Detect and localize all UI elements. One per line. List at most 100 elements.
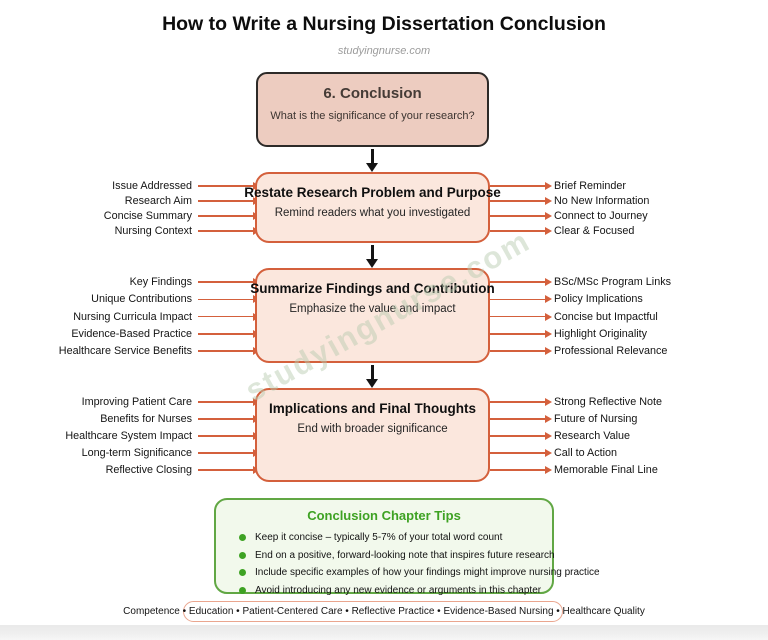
right-arrow-icon	[490, 418, 547, 420]
connector-row: Benefits for Nurses	[30, 413, 255, 425]
connector-row: Future of Nursing	[490, 413, 738, 425]
flow-box-title: Implications and Final Thoughts	[268, 401, 476, 416]
right-arrow-icon	[198, 230, 255, 232]
tip-text: End on a positive, forward-looking note …	[255, 549, 555, 561]
connector-row: Research Aim	[30, 195, 255, 207]
right-arrow-icon	[198, 315, 255, 318]
connector-label: Policy Implications	[554, 293, 643, 306]
right-arrow-icon	[490, 230, 547, 232]
connector-row: Policy Implications	[490, 293, 738, 305]
page-title: How to Write a Nursing Dissertation Conc…	[162, 13, 606, 35]
right-arrow-icon	[490, 185, 547, 187]
connector-row: Key Findings	[30, 276, 255, 288]
tip-text: Avoid introducing any new evidence or ar…	[255, 584, 542, 596]
connector-label: BSc/MSc Program Links	[554, 276, 671, 288]
connector-row: Unique Contributions	[30, 293, 255, 305]
connector-row: Research Value	[490, 430, 738, 442]
right-arrow-icon	[490, 469, 547, 471]
connector-row: Concise Summary	[30, 210, 255, 222]
connector-row: Professional Relevance	[490, 345, 738, 357]
connector-label: Highlight Originality	[554, 327, 648, 340]
connector-row: Healthcare System Impact	[30, 430, 255, 442]
connector-row: Healthcare Service Benefits	[30, 345, 255, 357]
right-arrow-icon	[490, 401, 547, 403]
bullet-dot-icon	[239, 586, 246, 594]
connector-row: Improving Patient Care	[30, 396, 255, 408]
connector-row: Connect to Journey	[490, 210, 738, 222]
flow-box-subtitle: Remind readers what you investigated	[274, 207, 471, 219]
connector-label: Long-term Significance	[81, 447, 192, 459]
flow-box-implications: Implications and Final Thoughts End with…	[255, 388, 490, 482]
right-arrow-icon	[490, 215, 547, 217]
connector-label: Evidence-Based Practice	[71, 327, 192, 340]
right-arrow-icon	[198, 185, 255, 187]
flow-box-title: Restate Research Problem and Purpose	[244, 185, 501, 200]
flow-box-restate: Restate Research Problem and Purpose Rem…	[244, 172, 501, 243]
left-label-column: Improving Patient Care Benefits for Nurs…	[30, 388, 255, 482]
bullet-dot-icon	[239, 534, 246, 542]
tip-item: Include specific examples of how your fi…	[239, 564, 600, 582]
connector-label: Strong Reflective Note	[554, 396, 663, 408]
connector-label: No New Information	[554, 195, 650, 207]
connector-row: Nursing Context	[30, 225, 255, 237]
connector-row: Highlight Originality	[490, 328, 738, 340]
start-node-title: 6. Conclusion	[323, 85, 422, 102]
connector-row: No New Information	[490, 195, 738, 207]
flow-box-subtitle: End with broader significance	[297, 423, 448, 435]
right-arrow-icon	[198, 418, 255, 420]
connector-row: Brief Reminder	[490, 180, 738, 192]
flow-box-title: Summarize Findings and Contribution	[250, 281, 495, 296]
connector-label: Improving Patient Care	[81, 396, 192, 408]
right-arrow-icon	[490, 200, 547, 202]
connector-label: Research Aim	[124, 195, 192, 207]
connector-label: Unique Contributions	[91, 293, 192, 306]
right-arrow-icon	[490, 452, 547, 454]
bullet-dot-icon	[239, 569, 246, 577]
right-label-column: Brief Reminder No New Information Connec…	[490, 172, 738, 243]
tips-title: Conclusion Chapter Tips	[307, 508, 461, 523]
connector-label: Issue Addressed	[112, 180, 192, 192]
footer-pill-outline	[183, 601, 563, 622]
tip-text: Keep it concise – typically 5-7% of your…	[255, 532, 503, 544]
right-arrow-icon	[198, 435, 255, 437]
connector-label: Concise but Impactful	[554, 310, 658, 323]
right-arrow-icon	[198, 333, 255, 335]
right-arrow-icon	[490, 435, 547, 437]
connector-label: Nursing Curricula Impact	[73, 310, 192, 323]
connector-row: Reflective Closing	[30, 464, 255, 476]
connector-label: Nursing Context	[114, 225, 192, 237]
right-arrow-icon	[490, 333, 547, 335]
connector-row: Evidence-Based Practice	[30, 328, 255, 340]
right-arrow-icon	[490, 350, 547, 352]
connector-row: Issue Addressed	[30, 180, 255, 192]
flow-box-summarize: Summarize Findings and Contribution Emph…	[250, 268, 495, 363]
right-arrow-icon	[198, 401, 255, 403]
connector-row: Clear & Focused	[490, 225, 738, 237]
connector-label: Call to Action	[554, 447, 618, 459]
right-label-column: BSc/MSc Program Links Policy Implication…	[490, 268, 738, 363]
tip-text: Include specific examples of how your fi…	[255, 567, 600, 579]
down-arrow-icon	[371, 245, 374, 260]
tips-list: Keep it concise – typically 5-7% of your…	[216, 529, 600, 600]
section-implications: Improving Patient Care Benefits for Nurs…	[0, 388, 768, 482]
connector-label: Healthcare System Impact	[65, 430, 192, 442]
connector-label: Concise Summary	[103, 210, 192, 222]
section-summarize: Key Findings Unique Contributions Nursin…	[0, 268, 768, 363]
bullet-dot-icon	[239, 551, 246, 559]
start-node-subtitle: What is the significance of your researc…	[270, 110, 475, 122]
left-label-column: Issue Addressed Research Aim Concise Sum…	[30, 172, 255, 243]
right-arrow-icon	[198, 452, 255, 454]
connector-row: Strong Reflective Note	[490, 396, 738, 408]
connector-row: Concise but Impactful	[490, 311, 738, 323]
connector-label: Professional Relevance	[554, 345, 668, 357]
right-arrow-icon	[490, 298, 547, 300]
down-arrow-icon	[371, 149, 374, 164]
site-credit: studyingnurse.com	[337, 45, 431, 57]
flow-box-subtitle: Emphasize the value and impact	[289, 303, 456, 315]
tip-item: Avoid introducing any new evidence or ar…	[239, 582, 544, 600]
connector-row: Memorable Final Line	[490, 464, 738, 476]
connector-label: Future of Nursing	[554, 413, 638, 425]
connector-label: Reflective Closing	[105, 464, 192, 476]
connector-row: Call to Action	[490, 447, 738, 459]
